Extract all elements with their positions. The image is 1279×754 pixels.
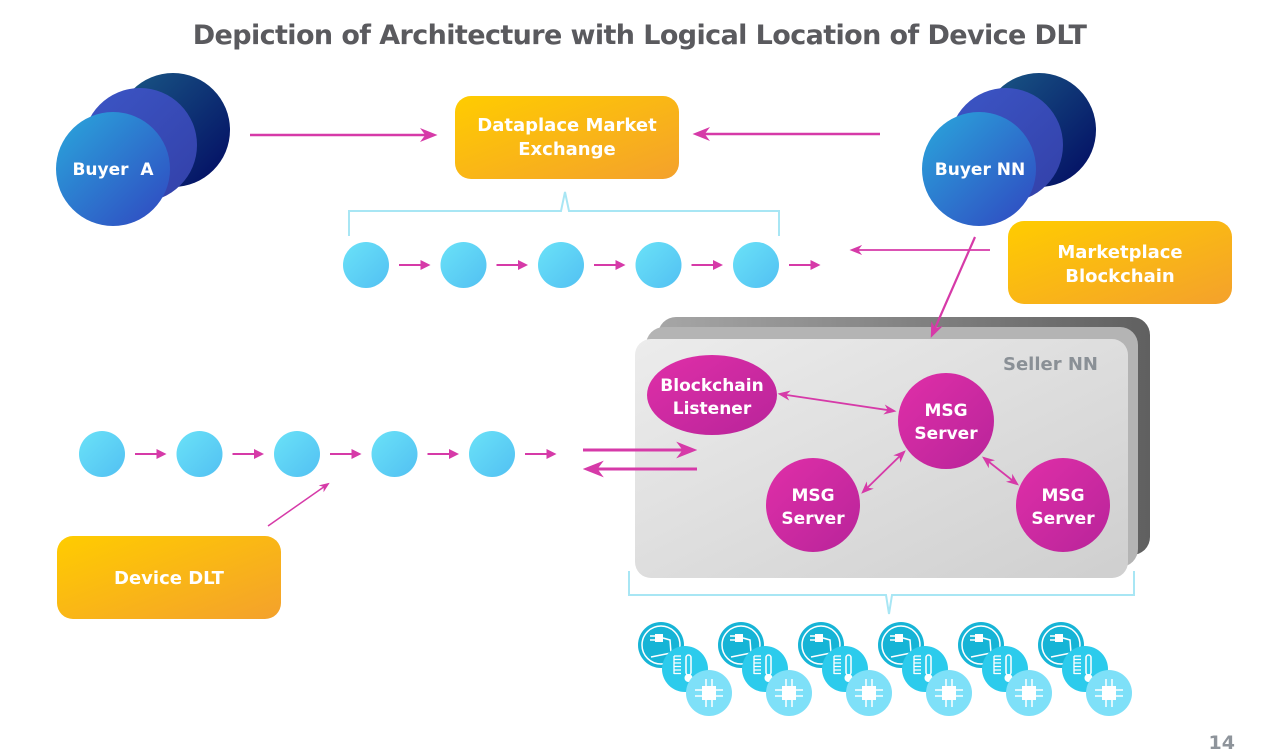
marketplace-chain-block — [733, 242, 779, 288]
chip-icon — [766, 670, 812, 716]
arrow-msg-server-right — [982, 456, 1019, 486]
marketplace-chain-block — [343, 242, 389, 288]
device-group — [1038, 622, 1132, 716]
msg-server-right: MSG Server — [1016, 458, 1110, 552]
arrow-msg-server-left — [861, 450, 906, 494]
buyer-a-label: Buyer A — [72, 160, 154, 180]
marketplace-label-line1: Marketplace — [1057, 242, 1182, 263]
chip-icon — [1086, 670, 1132, 716]
device-group — [718, 622, 812, 716]
marketplace-chain — [343, 242, 821, 288]
buyer-a-node: Buyer A — [56, 73, 230, 226]
chip-icon — [686, 670, 732, 716]
device-groups — [638, 622, 1132, 716]
msg-server-right-line2: Server — [1031, 509, 1095, 529]
buyer-a-layer-front — [56, 112, 170, 226]
device-chain-block — [274, 431, 320, 477]
msg-server-left: MSG Server — [766, 458, 860, 552]
devices-bracket — [628, 571, 1135, 615]
buyer-nn-node: Buyer NN — [922, 73, 1096, 226]
arrow-listener-msg-server — [777, 390, 897, 415]
msg-server-right-line1: MSG — [1041, 486, 1084, 506]
msg-server-main-line2: Server — [914, 424, 978, 444]
msg-server-left-line2: Server — [781, 509, 845, 529]
buyer-nn-layer-front — [922, 112, 1036, 226]
diagram-title: Depiction of Architecture with Logical L… — [192, 20, 1087, 51]
msg-server-main: MSG Server — [898, 373, 994, 469]
marketplace-label-line2: Blockchain — [1065, 266, 1175, 287]
device-dlt-label: Device DLT — [114, 568, 225, 589]
blockchain-listener-line2: Listener — [673, 399, 752, 419]
chip-icon — [1006, 670, 1052, 716]
chip-icon — [926, 670, 972, 716]
device-dlt-box: Device DLT — [57, 536, 281, 619]
buyer-nn-label: Buyer NN — [935, 160, 1025, 180]
dataplace-label-line2: Exchange — [518, 139, 615, 160]
device-group — [878, 622, 972, 716]
seller-nn-label: Seller NN — [1003, 354, 1098, 375]
arrow-device-dlt-to-chain — [267, 482, 330, 527]
device-chain-block — [371, 431, 418, 477]
dataplace-label-line1: Dataplace Market — [477, 115, 657, 136]
blockchain-listener-line1: Blockchain — [660, 376, 763, 396]
device-group — [958, 622, 1052, 716]
device-group — [798, 622, 892, 716]
marketplace-chain-block — [635, 242, 682, 288]
device-chain — [79, 431, 557, 477]
marketplace-chain-block — [538, 242, 584, 288]
page-number: 14 — [1208, 732, 1235, 754]
device-chain-block — [469, 431, 515, 477]
arrow-buyer-nn-to-seller — [930, 236, 977, 338]
device-chain-block — [176, 431, 223, 477]
marketplace-chain-bracket — [348, 191, 780, 236]
device-group — [638, 622, 732, 716]
dataplace-market-exchange-box: Dataplace Market Exchange — [455, 96, 679, 179]
msg-server-main-line1: MSG — [924, 401, 967, 421]
chip-icon — [846, 670, 892, 716]
blockchain-listener-node: Blockchain Listener — [647, 355, 777, 435]
msg-server-left-line1: MSG — [791, 486, 834, 506]
marketplace-blockchain-box: Marketplace Blockchain — [1008, 221, 1232, 304]
marketplace-chain-block — [440, 242, 487, 288]
device-chain-block — [79, 431, 125, 477]
